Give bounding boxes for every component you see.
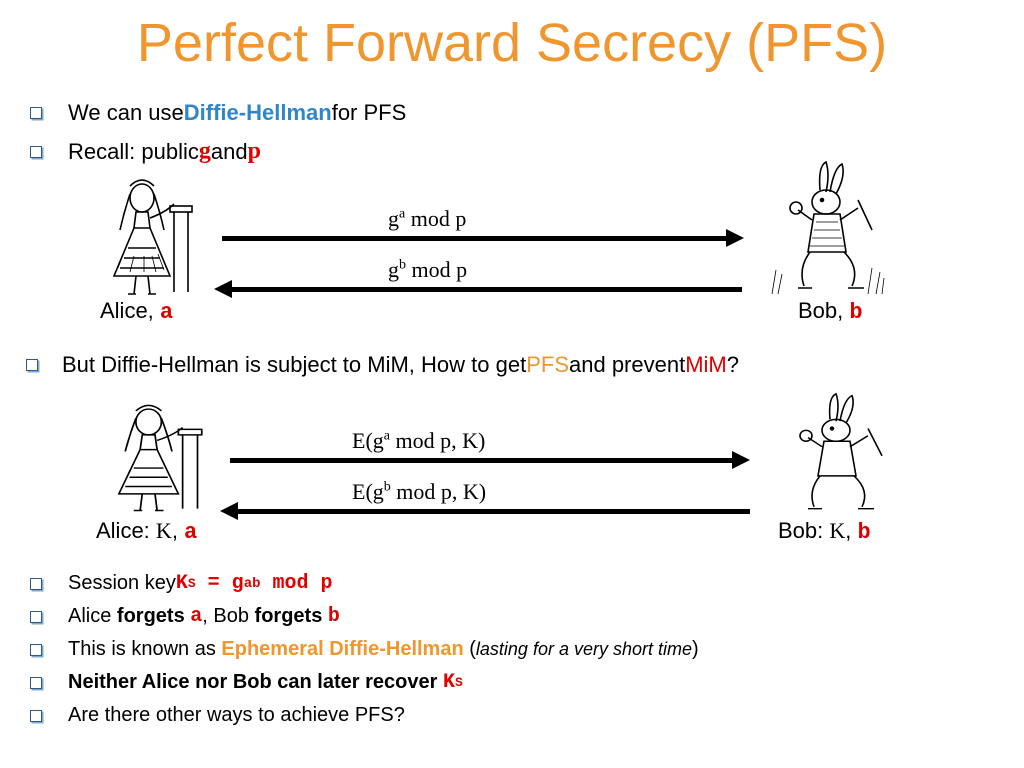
msg-exponent: a <box>383 428 390 444</box>
ephemeral-dh-highlight: Ephemeral Diffie-Hellman <box>221 638 464 660</box>
square-bullet-icon <box>30 107 42 119</box>
bullet-text: Alice <box>68 605 117 627</box>
shared-key: K <box>155 518 172 543</box>
bob-name: Bob: <box>778 518 830 543</box>
msg-exponent: a <box>399 206 406 222</box>
alice-secret: a <box>159 300 174 325</box>
bob-secret: b <box>849 300 863 325</box>
bullet-recall-public: Recall: public g and p <box>30 138 261 165</box>
message-encrypted-gb: E(gb mod p, K) <box>352 479 486 505</box>
message-ga-mod-p: ga mod p <box>388 206 466 232</box>
bullet-cannot-recover: Neither Alice nor Bob can later recover … <box>30 671 463 694</box>
equation-exponent: ab <box>243 575 261 592</box>
white-rabbit-icon <box>771 160 885 295</box>
slide-title: Perfect Forward Secrecy (PFS) <box>136 13 888 73</box>
g-variable: g <box>198 138 211 164</box>
bob-label: Bob: K, b <box>778 518 871 545</box>
diffie-hellman-highlight: Diffie-Hellman <box>183 100 332 125</box>
bullet-text: and prevent <box>569 352 686 377</box>
square-bullet-icon <box>30 610 42 623</box>
bullet-text: Neither Alice nor Bob can later recover <box>68 671 443 693</box>
alice-label: Alice, a <box>100 298 173 325</box>
msg-base: g <box>388 257 399 282</box>
equation-part: = g <box>195 572 244 595</box>
bob-secret: b <box>857 520 871 545</box>
alice-secret: a <box>184 520 198 545</box>
square-bullet-icon <box>26 359 38 371</box>
left-arrow <box>214 280 742 298</box>
forgets-emphasis: forgets <box>116 605 185 627</box>
shared-key: K <box>829 518 846 543</box>
square-bullet-icon <box>30 145 42 158</box>
bullet-text: Are there other ways to achieve PFS? <box>68 704 405 726</box>
square-bullet-icon <box>30 577 42 590</box>
bullet-text: This is known as <box>68 638 222 660</box>
mim-highlight: MiM <box>685 352 727 377</box>
separator: , <box>845 518 858 543</box>
bullet-text: ? <box>726 352 739 377</box>
msg-exponent: b <box>383 479 391 495</box>
left-arrow <box>220 502 750 520</box>
right-arrow <box>222 229 744 247</box>
bob-label: Bob, b <box>798 298 863 325</box>
forgets-emphasis: forgets <box>254 605 323 627</box>
alice-icon <box>112 179 193 295</box>
bullet-text: and <box>210 138 248 164</box>
right-arrow <box>230 451 750 469</box>
square-bullet-icon <box>30 643 42 656</box>
alice-secret: a <box>190 605 203 628</box>
bullet-mim-question: But Diffie-Hellman is subject to MiM, Ho… <box>26 352 739 378</box>
bob-name: Bob, <box>798 298 850 323</box>
msg-rest: mod p <box>405 206 467 231</box>
session-key-subscript: S <box>187 576 196 591</box>
white-rabbit-icon <box>799 392 883 510</box>
alice-label: Alice: K, a <box>96 518 197 545</box>
bullet-text: ) <box>692 638 699 660</box>
alice-name: Alice: <box>96 518 156 543</box>
message-encrypted-ga: E(ga mod p, K) <box>352 428 485 454</box>
bullet-ephemeral: This is known as Ephemeral Diffie-Hellma… <box>30 638 699 661</box>
alice-name: Alice, <box>100 298 160 323</box>
equation-part: mod p <box>260 572 333 595</box>
bullet-dh-for-pfs: We can use Diffie-Hellman for PFS <box>30 100 406 126</box>
session-key-symbol: K <box>442 671 455 694</box>
msg-rest: mod p, K) <box>390 479 487 504</box>
msg-base: g <box>388 206 399 231</box>
session-key-symbol: K <box>175 572 188 595</box>
p-variable: p <box>247 138 261 164</box>
bullet-text: Recall: public <box>68 138 199 164</box>
session-key-subscript: S <box>454 675 463 690</box>
square-bullet-icon <box>30 676 42 689</box>
msg-prefix: E(g <box>352 479 384 504</box>
ephemeral-definition: lasting for a very short time <box>475 639 692 659</box>
square-bullet-icon <box>30 709 42 722</box>
separator: , <box>171 518 185 543</box>
message-gb-mod-p: gb mod p <box>388 257 467 283</box>
bullet-text: But Diffie-Hellman is subject to MiM, Ho… <box>62 352 527 377</box>
msg-rest: mod p, K) <box>389 428 486 453</box>
bullet-text: We can use <box>68 100 184 125</box>
bullet-other-ways: Are there other ways to achieve PFS? <box>30 704 405 727</box>
msg-rest: mod p <box>406 257 468 282</box>
bob-secret: b <box>327 605 340 628</box>
alice-icon <box>117 404 203 512</box>
pfs-highlight: PFS <box>526 352 569 377</box>
bullet-text: , Bob <box>202 605 255 627</box>
bullet-text: Session key <box>68 572 176 594</box>
bullet-text: for PFS <box>331 100 407 125</box>
msg-prefix: E(g <box>352 428 384 453</box>
bullet-text: ( <box>463 638 476 660</box>
bullet-forgets: Alice forgets a, Bob forgets b <box>30 605 340 628</box>
msg-exponent: b <box>399 257 406 273</box>
